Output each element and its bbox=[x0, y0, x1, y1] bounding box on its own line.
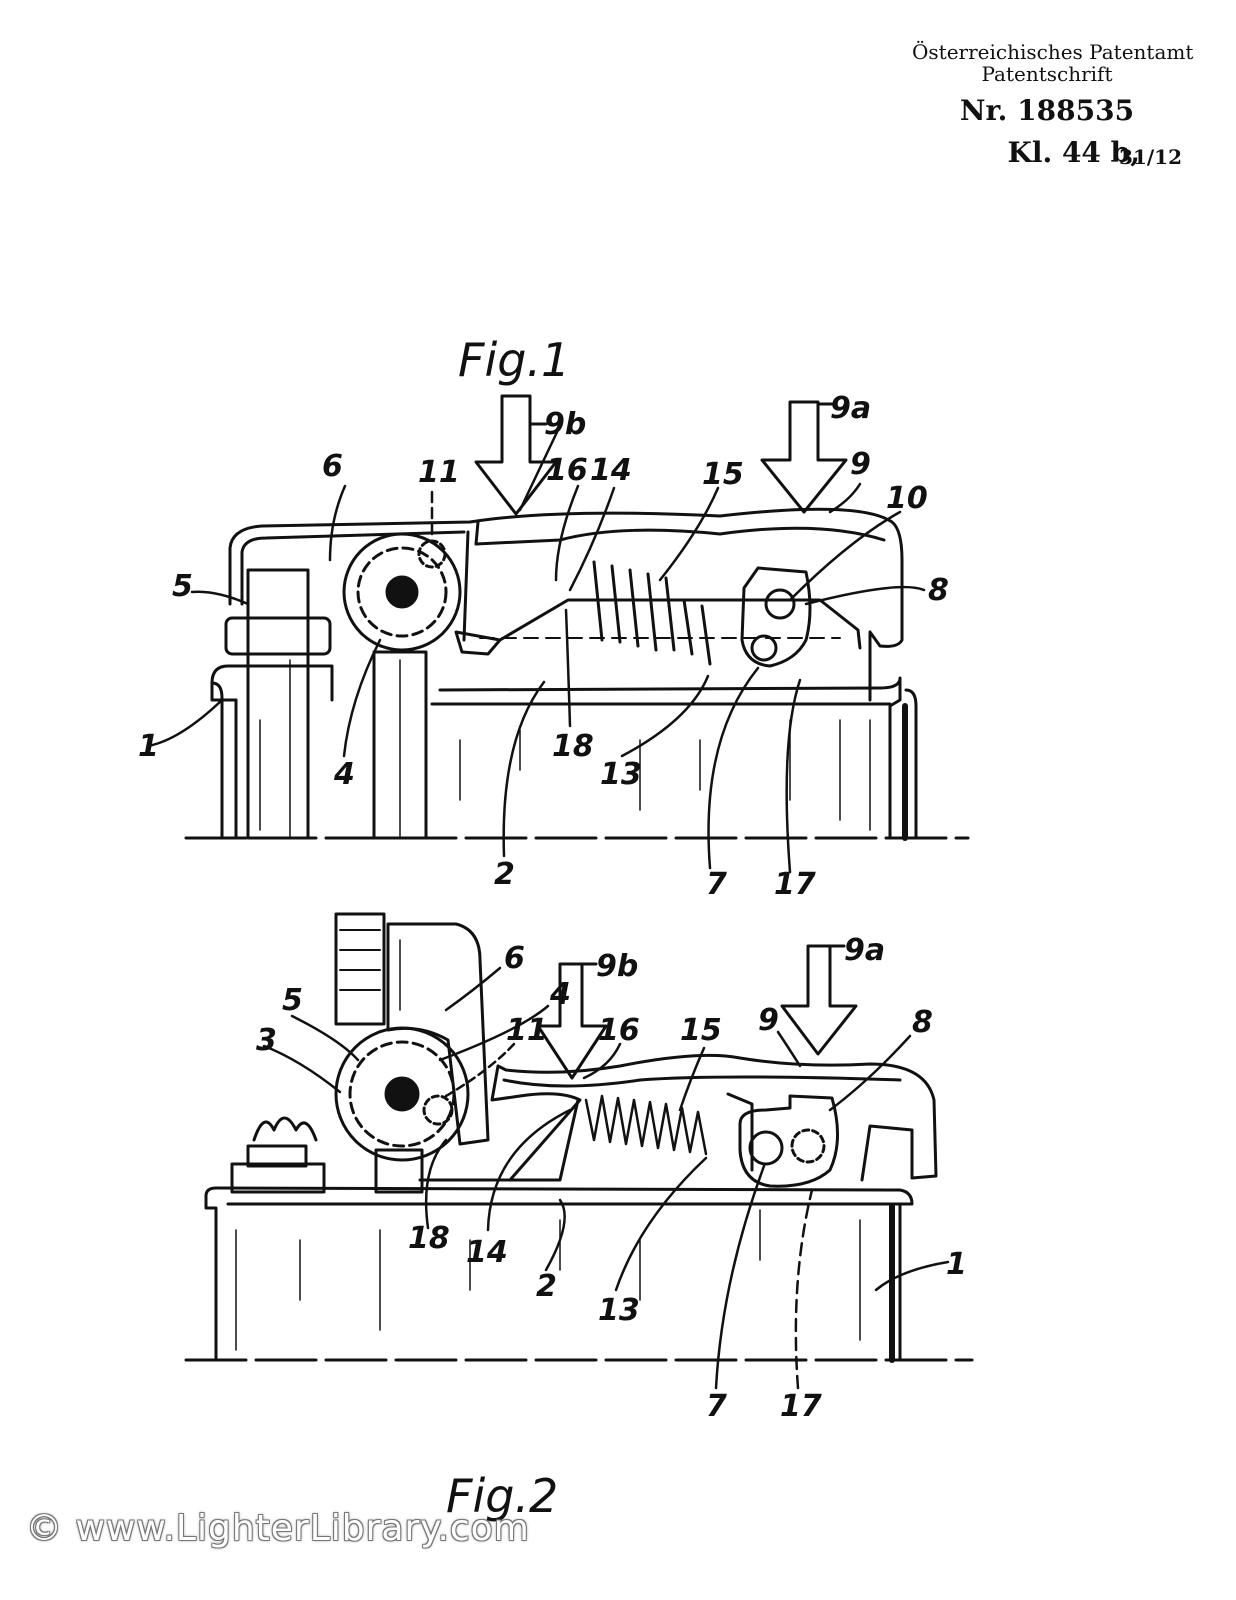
fig1-label: 14 bbox=[590, 453, 632, 488]
fig1-label: 10 bbox=[886, 481, 928, 516]
patent-number: Nr. 188535 bbox=[959, 94, 1135, 127]
fig2-label: 15 bbox=[680, 1013, 722, 1048]
document-type: Patentschrift bbox=[981, 62, 1113, 86]
fig1-label: 11 bbox=[418, 455, 460, 490]
fig1-label: 9a bbox=[830, 391, 871, 426]
patent-subclass: 31/12 bbox=[1119, 145, 1182, 169]
fig1-drawing bbox=[146, 394, 970, 874]
fig1-label: 7 bbox=[706, 867, 727, 902]
fig2-label: 18 bbox=[408, 1221, 450, 1256]
fig2-label: 1 bbox=[946, 1247, 967, 1282]
fig2-label: 17 bbox=[780, 1389, 822, 1424]
fig1-label: 4 bbox=[333, 757, 355, 792]
fig2-label: 13 bbox=[598, 1293, 640, 1328]
fig1-label: 15 bbox=[702, 457, 744, 492]
fig2-label: 11 bbox=[506, 1013, 548, 1048]
watermark: © www.LighterLibrary.com bbox=[26, 1508, 530, 1549]
fig2-label: 2 bbox=[536, 1269, 557, 1304]
fig1-label: 1 bbox=[138, 729, 159, 764]
fig2-label: 9a bbox=[844, 933, 885, 968]
fig2-label: 14 bbox=[466, 1235, 508, 1270]
fig1-labels: 6 11 9b 16 14 15 9a 9 10 8 5 4 18 13 1 2… bbox=[138, 391, 949, 902]
fig2-label: 3 bbox=[256, 1023, 277, 1058]
fig2-label: 8 bbox=[912, 1005, 933, 1040]
fig1-label: 6 bbox=[322, 449, 343, 484]
fig1-label: 9 bbox=[850, 447, 871, 482]
fig2-drawing bbox=[184, 912, 974, 1390]
patent-class: Kl. 44 b, bbox=[1007, 136, 1140, 169]
fig1-label: 9b bbox=[544, 407, 586, 442]
fig2-label: 5 bbox=[282, 983, 303, 1018]
fig2-title: Fig.2 bbox=[446, 1469, 558, 1523]
fig2-label: 6 bbox=[504, 941, 525, 976]
fig1-label: 17 bbox=[774, 867, 816, 902]
fig1-label: 16 bbox=[546, 453, 588, 488]
fig2-labels: 6 9b 9a 5 4 11 16 15 9 8 3 18 14 2 13 1 … bbox=[256, 933, 967, 1424]
fig1-label: 13 bbox=[600, 757, 642, 792]
fig1-label: 8 bbox=[928, 573, 949, 608]
patent-office-name: Österreichisches Patentamt bbox=[912, 40, 1194, 64]
fig2-label: 16 bbox=[598, 1013, 640, 1048]
fig1-label: 18 bbox=[552, 729, 594, 764]
fig1-label: 5 bbox=[172, 569, 193, 604]
fig2-label: 7 bbox=[706, 1389, 727, 1424]
fig1-title: Fig.1 bbox=[458, 333, 570, 387]
fig2-label: 4 bbox=[549, 977, 571, 1012]
fig2-label: 9b bbox=[596, 949, 638, 984]
fig1-label: 2 bbox=[494, 857, 515, 892]
fig2-label: 9 bbox=[758, 1003, 779, 1038]
